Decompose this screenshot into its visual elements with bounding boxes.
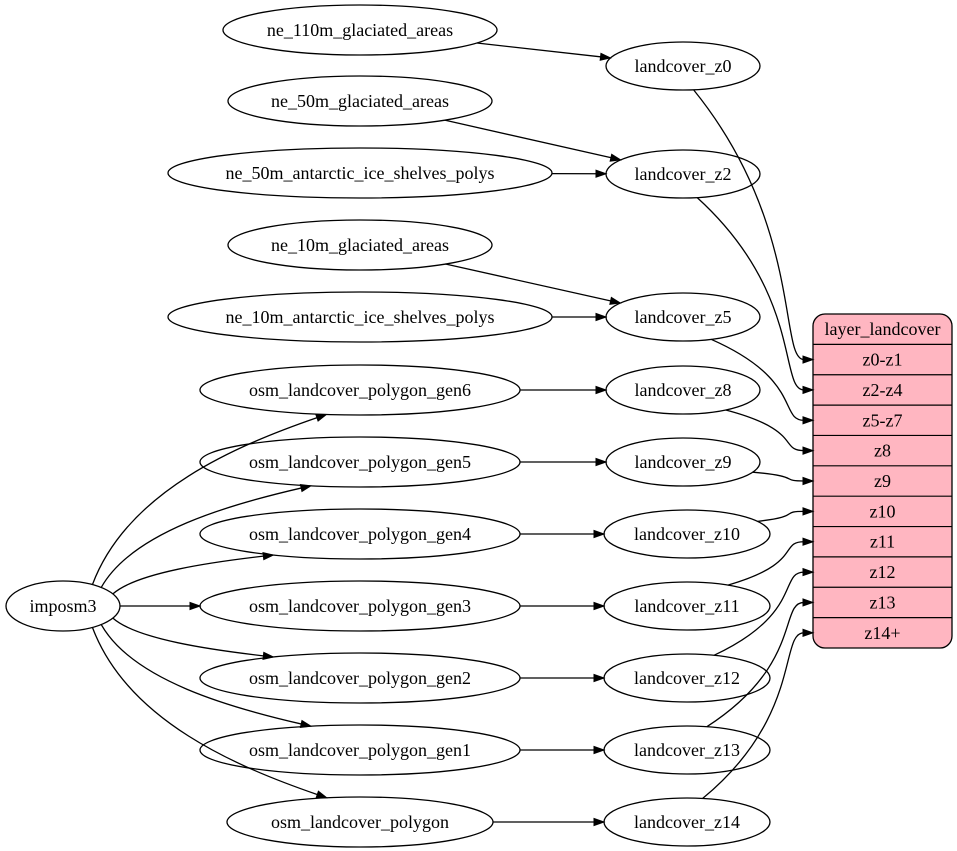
edge-imposm3-to-osm_landcover_polygon_gen6 [91,416,319,585]
node-label-ne_10m_antarctic_ice_shelves_polys: ne_10m_antarctic_ice_shelves_polys [226,307,495,327]
table-row-z13: z13 [870,592,896,612]
node-label-ne_50m_glaciated_areas: ne_50m_glaciated_areas [271,91,449,111]
node-label-ne_110m_glaciated_areas: ne_110m_glaciated_areas [267,20,453,40]
edge-landcover_z8-to-row-z8-arrowhead [802,446,815,455]
edge-landcover_z9-to-row-z9-arrowhead [802,476,815,486]
node-label-osm_landcover_polygon: osm_landcover_polygon [271,812,449,832]
node-label-landcover_z2: landcover_z2 [635,164,732,184]
node-label-landcover_z0: landcover_z0 [635,56,732,76]
edge-ne_110m_glaciated_areas-to-landcover_z0-arrowhead [599,52,613,61]
edge-landcover_z10-to-row-z10-arrowhead [802,507,815,516]
table-row-z14+: z14+ [864,623,900,643]
table-row-z2-z4: z2-z4 [863,380,903,400]
edge-ne_10m_glaciated_areas-to-landcover_z5-arrowhead [609,296,622,305]
node-label-landcover_z14: landcover_z14 [634,812,740,832]
table-row-z10: z10 [870,501,896,521]
edge-osm_landcover_polygon_gen3-to-landcover_z11-arrowhead [593,601,606,611]
edge-landcover_z11-to-row-z11-arrowhead [802,537,815,546]
node-label-landcover_z5: landcover_z5 [635,307,732,327]
edge-imposm3-to-osm_landcover_polygon_gen1-arrowhead [299,719,313,728]
edge-imposm3-to-osm_landcover_polygon_gen3-arrowhead [189,601,202,611]
edge-landcover_z12-to-row-z12 [713,571,805,656]
edge-landcover_z14-to-row-z14+ [702,632,805,799]
edge-landcover_z13-to-row-z13 [706,601,805,728]
edge-imposm3-to-osm_landcover_polygon_gen1 [100,624,303,725]
edge-ne_50m_antarctic_ice_shelves_polys-to-landcover_z2-arrowhead [595,169,608,178]
edge-osm_landcover_polygon_gen4-to-landcover_z10-arrowhead [593,529,606,539]
node-label-landcover_z10: landcover_z10 [634,524,740,544]
edge-osm_landcover_polygon_gen2-to-landcover_z12-arrowhead [593,673,606,683]
edge-landcover_z14-to-row-z14+-arrowhead [802,628,815,638]
edge-osm_landcover_polygon_gen6-to-landcover_z8-arrowhead [595,385,608,395]
edge-imposm3-to-osm_landcover_polygon_gen4-arrowhead [262,552,275,561]
edge-osm_landcover_polygon_gen1-to-landcover_z13-arrowhead [593,745,606,755]
node-label-landcover_z13: landcover_z13 [634,740,740,760]
edge-landcover_z2-to-row-z2-z4-arrowhead [802,385,815,395]
table-row-z5-z7: z5-z7 [863,410,903,430]
node-label-osm_landcover_polygon_gen2: osm_landcover_polygon_gen2 [249,668,471,688]
node-ne_110m_glaciated_areas [222,4,498,56]
edge-imposm3-to-osm_landcover_polygon [91,627,319,796]
node-label-landcover_z11: landcover_z11 [634,596,739,616]
edge-landcover_z13-to-row-z13-arrowhead [802,598,815,607]
edge-imposm3-to-osm_landcover_polygon_gen5 [100,487,303,588]
node-label-osm_landcover_polygon_gen3: osm_landcover_polygon_gen3 [249,596,471,616]
edge-ne_50m_glaciated_areas-to-landcover_z2-arrowhead [609,153,623,162]
edge-ne_50m_glaciated_areas-to-landcover_z2 [444,119,613,159]
edge-landcover_z10-to-row-z10 [757,510,805,522]
edge-landcover_z5-to-row-z5-z7-arrowhead [802,416,815,425]
edge-landcover_z5-to-row-z5-z7 [710,338,805,421]
table-row-z11: z11 [870,532,895,552]
node-label-ne_10m_glaciated_areas: ne_10m_glaciated_areas [271,235,449,255]
node-label-osm_landcover_polygon_gen4: osm_landcover_polygon_gen4 [249,524,471,544]
node-ne_50m_glaciated_areas [227,75,493,127]
edge-osm_landcover_polygon_gen5-to-landcover_z9-arrowhead [595,457,608,467]
edge-landcover_z8-to-row-z8 [725,409,805,452]
edge-ne_110m_glaciated_areas-to-landcover_z0 [476,42,602,58]
edge-landcover_z9-to-row-z9 [752,471,805,482]
table-row-z0-z1: z0-z1 [863,350,903,370]
node-landcover_z0 [605,41,761,91]
edge-ne_10m_antarctic_ice_shelves_polys-to-landcover_z5-arrowhead [595,312,608,322]
node-label-landcover_z8: landcover_z8 [635,380,732,400]
table-row-z9: z9 [874,471,891,491]
node-label-landcover_z12: landcover_z12 [634,668,740,688]
table-title: layer_landcover [825,319,941,339]
edge-imposm3-to-osm_landcover_polygon_gen2-arrowhead [262,651,275,660]
edge-landcover_z12-to-row-z12-arrowhead [802,567,815,577]
edge-imposm3-to-osm_landcover_polygon_gen2 [112,617,265,657]
edge-imposm3-to-osm_landcover_polygon_gen5-arrowhead [299,484,313,493]
edge-imposm3-to-osm_landcover_polygon-arrowhead [315,790,329,799]
edge-landcover_z0-to-row-z0-z1-arrowhead [802,355,815,364]
edge-landcover_z2-to-row-z2-z4 [696,197,805,391]
node-label-landcover_z9: landcover_z9 [635,452,732,472]
node-label-osm_landcover_polygon_gen5: osm_landcover_polygon_gen5 [249,452,471,472]
edge-landcover_z11-to-row-z11 [727,541,805,586]
node-label-osm_landcover_polygon_gen6: osm_landcover_polygon_gen6 [249,380,471,400]
table-row-z8: z8 [874,441,891,461]
node-label-osm_landcover_polygon_gen1: osm_landcover_polygon_gen1 [249,740,471,760]
edge-ne_10m_glaciated_areas-to-landcover_z5 [445,263,612,302]
node-label-imposm3: imposm3 [29,596,96,616]
edge-osm_landcover_polygon-to-landcover_z14-arrowhead [593,817,606,827]
table-row-z12: z12 [870,562,896,582]
edge-imposm3-to-osm_landcover_polygon_gen6-arrowhead [315,413,328,422]
node-label-ne_50m_antarctic_ice_shelves_polys: ne_50m_antarctic_ice_shelves_polys [226,163,495,183]
edge-imposm3-to-osm_landcover_polygon_gen4 [112,555,265,595]
edge-landcover_z0-to-row-z0-z1 [693,89,805,361]
node-ne_10m_glaciated_areas [227,219,493,271]
